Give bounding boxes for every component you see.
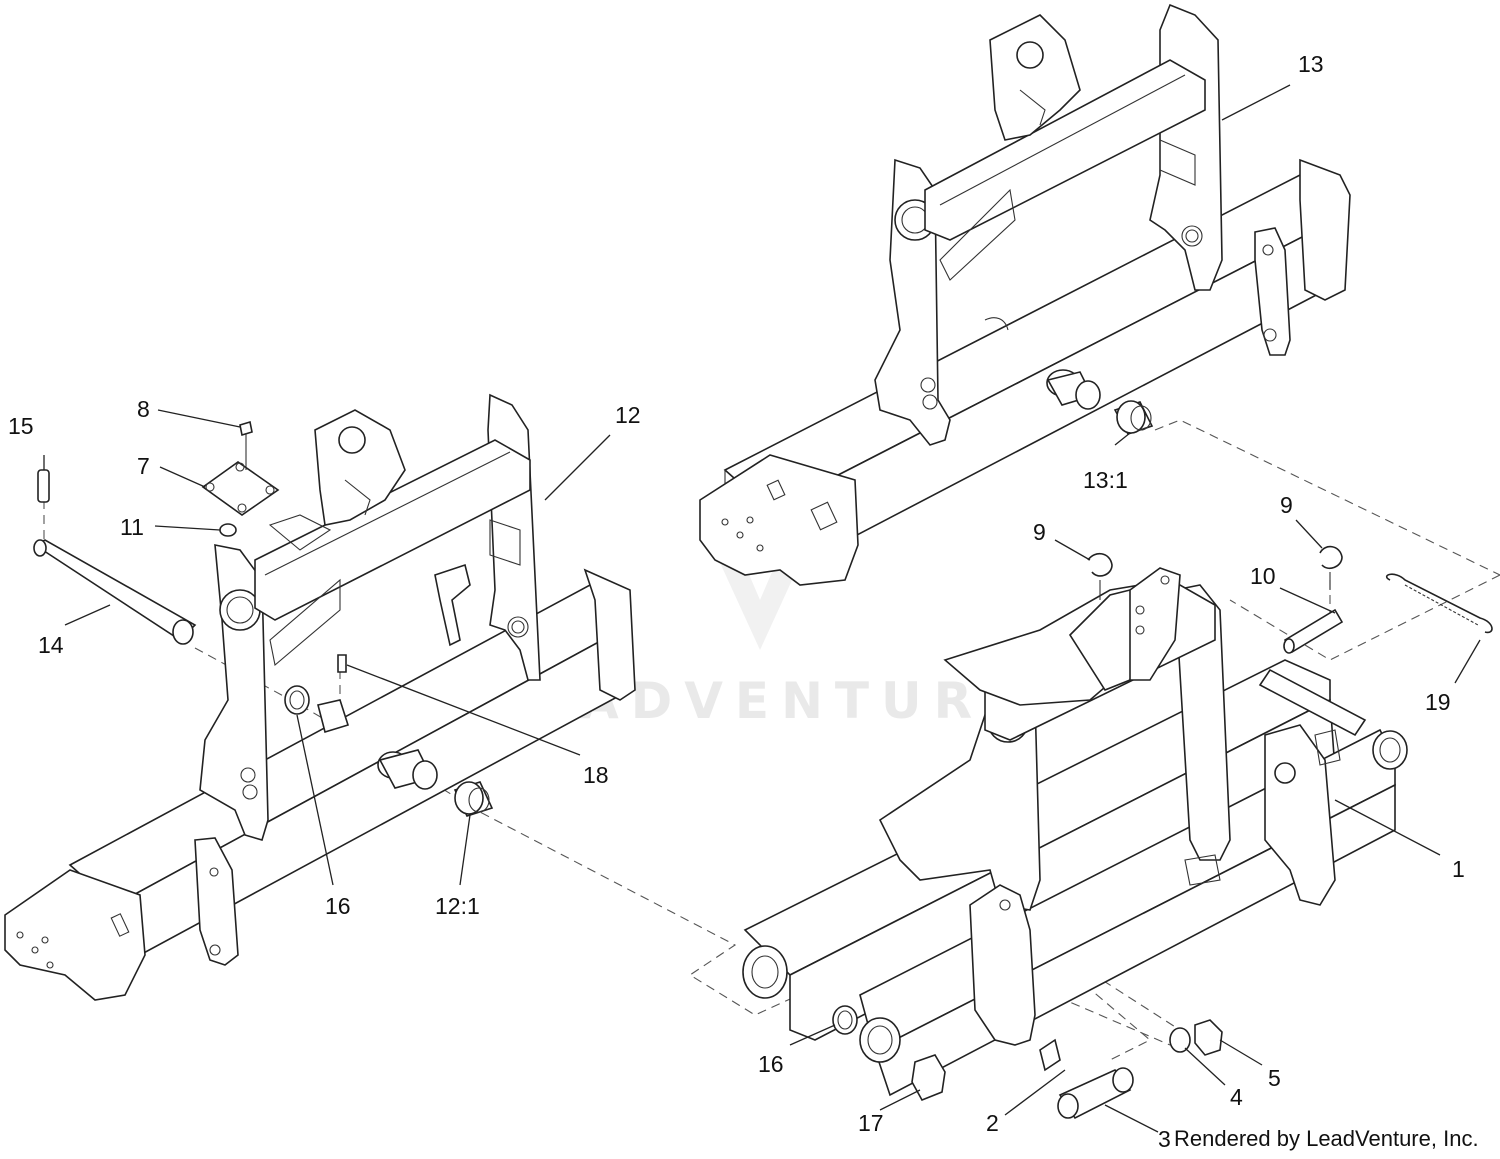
callout-17: 17	[858, 1110, 884, 1136]
callout-15: 15	[8, 413, 34, 439]
callout-14: 14	[38, 632, 64, 658]
callout-8: 8	[137, 396, 150, 422]
callout-19: 19	[1425, 689, 1451, 715]
callout-9-left: 9	[1033, 519, 1046, 545]
callout-13-1: 13:1	[1083, 467, 1128, 493]
callout-10: 10	[1250, 563, 1276, 589]
left-frame-assembly	[4, 393, 636, 1001]
callout-12: 12	[615, 402, 641, 428]
callout-2: 2	[986, 1110, 999, 1136]
callout-4: 4	[1230, 1084, 1243, 1110]
callout-1: 1	[1452, 856, 1465, 882]
callout-7: 7	[137, 453, 150, 479]
top-frame-assembly	[699, 3, 1351, 586]
callout-16-left: 16	[325, 893, 351, 919]
callout-5: 5	[1268, 1065, 1281, 1091]
callout-12-1: 12:1	[435, 893, 480, 919]
leader-lines	[43, 84, 1481, 1133]
callout-13: 13	[1298, 51, 1324, 77]
callout-16-right: 16	[758, 1051, 784, 1077]
callout-11: 11	[120, 514, 144, 540]
callout-labels: 13 13:1 12 15 8 7 11 14 18 16 12:1 9 9 1…	[8, 51, 1465, 1152]
credit-text: Rendered by LeadVenture, Inc.	[1174, 1126, 1479, 1151]
callout-3: 3	[1158, 1126, 1171, 1152]
lower-right-assembly	[742, 545, 1493, 1120]
callout-9-right: 9	[1280, 492, 1293, 518]
callout-18: 18	[583, 762, 609, 788]
